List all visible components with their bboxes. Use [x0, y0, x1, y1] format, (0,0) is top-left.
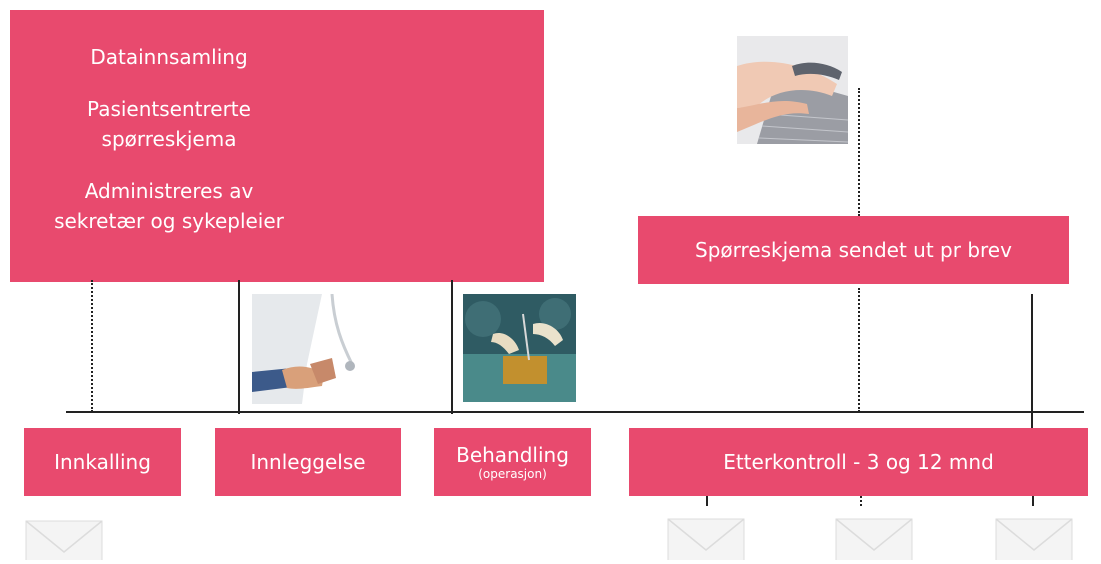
- surgery-photo: [463, 294, 576, 402]
- doctor-handshake-icon: [252, 294, 362, 404]
- stage-innleggelse-label: Innleggelse: [250, 450, 365, 474]
- stage-behandling-sublabel: (operasjon): [478, 467, 547, 481]
- envelope-icon: [25, 520, 103, 560]
- envelope-shape: [667, 518, 745, 560]
- survey-mail-label: Spørreskjema sendet ut pr brev: [695, 238, 1012, 262]
- tick-envelope-2: [860, 496, 862, 506]
- stage-etterkontroll-label: Etterkontroll - 3 og 12 mnd: [723, 450, 994, 474]
- envelope-icon: [835, 518, 913, 558]
- stage-behandling: Behandling (operasjon): [434, 428, 591, 496]
- envelope-shape: [25, 520, 103, 560]
- envelope-shape: [995, 518, 1073, 560]
- envelope-icon: [995, 518, 1073, 558]
- envelope-icon: [667, 518, 745, 558]
- tick-envelope-1: [706, 496, 708, 506]
- connector-behandling: [451, 280, 453, 414]
- connector-keyboard-to-survey: [858, 88, 860, 216]
- tick-envelope-3: [1032, 496, 1034, 506]
- handshake-photo: [252, 294, 362, 404]
- stage-innleggelse: Innleggelse: [215, 428, 401, 496]
- data-collection-line-3: Administreres av: [10, 176, 328, 206]
- stage-behandling-label: Behandling: [456, 443, 569, 467]
- stage-etterkontroll: Etterkontroll - 3 og 12 mnd: [629, 428, 1088, 496]
- connector-innleggelse: [238, 280, 240, 414]
- data-collection-box: Datainnsamling Pasientsentrerte spørresk…: [10, 10, 544, 282]
- keyboard-photo: [737, 36, 848, 144]
- stage-innkalling: Innkalling: [24, 428, 181, 496]
- envelope-shape: [835, 518, 913, 560]
- survey-mail-box: Spørreskjema sendet ut pr brev: [638, 216, 1069, 284]
- data-collection-title: Datainnsamling: [10, 42, 328, 72]
- connector-innkalling: [91, 280, 93, 412]
- surgery-icon: [463, 294, 576, 402]
- connector-survey-12-months: [1031, 294, 1033, 430]
- timeline-axis: [66, 411, 1084, 413]
- hands-typing-keyboard-icon: [737, 36, 848, 144]
- data-collection-line-1: Pasientsentrerte: [10, 94, 328, 124]
- stage-innkalling-label: Innkalling: [54, 450, 151, 474]
- data-collection-line-4: sekretær og sykepleier: [10, 206, 328, 236]
- connector-survey-to-timeline: [858, 288, 860, 412]
- data-collection-line-2: spørreskjema: [10, 124, 328, 154]
